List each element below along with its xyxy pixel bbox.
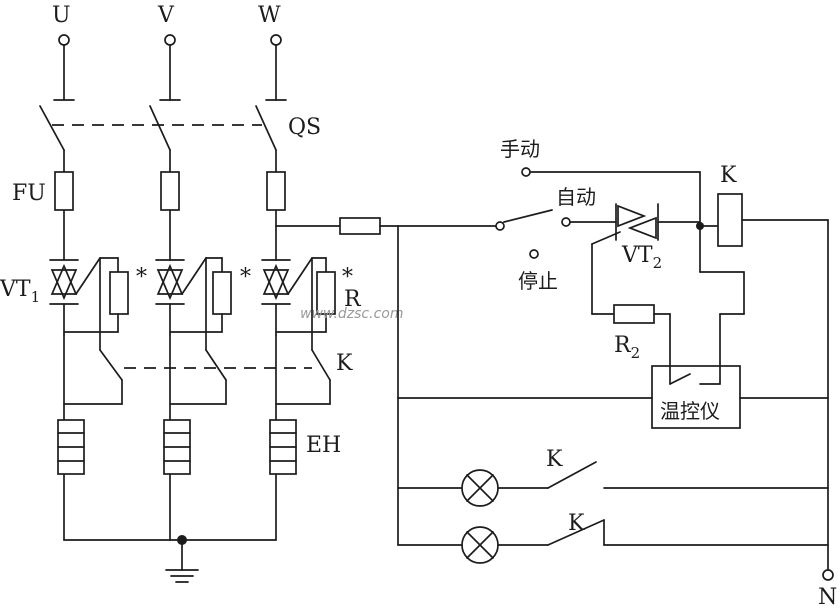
indicator-lamp-1 xyxy=(397,461,829,507)
k-contact-w xyxy=(275,257,331,405)
relay-coil-k xyxy=(717,193,743,247)
neutral-label: N xyxy=(818,585,837,608)
thermostat-box xyxy=(651,365,741,429)
relay-k-label: K xyxy=(720,163,737,188)
thermostat-label: 温控仪 xyxy=(660,399,720,423)
eh-label: EH xyxy=(306,433,341,458)
phase-u-line xyxy=(39,34,75,541)
k-lamp1-label: K xyxy=(546,447,563,472)
vt1-label: VT1 xyxy=(0,277,40,306)
gate-resistor-v xyxy=(169,257,232,333)
control-fuse xyxy=(339,217,381,235)
star-mark-u: * xyxy=(136,265,147,290)
phase-u-label: U xyxy=(52,3,71,28)
fuse-w xyxy=(266,171,286,211)
auto-terminal xyxy=(561,217,571,227)
phase-v-label: V xyxy=(157,3,175,28)
phase-v-line xyxy=(149,34,181,541)
phase-w-line xyxy=(255,34,287,541)
ground-icon xyxy=(165,539,199,583)
phase-w-label: W xyxy=(258,3,281,28)
triac-u xyxy=(49,257,101,336)
auto-label: 自动 xyxy=(556,185,596,209)
k-lamp2-label: K xyxy=(568,511,585,536)
indicator-lamp-2 xyxy=(397,519,829,564)
terminal-v xyxy=(164,34,176,46)
selector-switch-blade xyxy=(503,209,553,223)
terminal-w xyxy=(270,34,282,46)
heater-v xyxy=(163,419,191,475)
triac-v xyxy=(155,257,207,336)
stop-terminal xyxy=(529,249,539,259)
manual-terminal xyxy=(521,167,531,177)
k-contact-label: K xyxy=(336,351,353,376)
r-label: R xyxy=(344,287,362,312)
triac-w xyxy=(261,257,313,336)
k-contact-v xyxy=(169,257,227,405)
heater-u xyxy=(57,419,85,475)
terminal-n xyxy=(822,569,834,581)
gate-resistor-w xyxy=(275,257,336,333)
stop-label: 停止 xyxy=(518,269,558,293)
selector-common-terminal xyxy=(495,221,505,231)
qs-label: QS xyxy=(288,115,321,140)
gate-resistor-u xyxy=(63,257,129,333)
star-mark-v: * xyxy=(240,265,251,290)
fuse-v xyxy=(160,171,180,211)
fu-label: FU xyxy=(12,181,46,206)
heater-w xyxy=(269,419,297,475)
k-contact-u xyxy=(63,257,123,405)
vt2-label: VT2 xyxy=(621,243,662,272)
manual-label: 手动 xyxy=(500,137,540,161)
triac-vt2 xyxy=(569,203,701,315)
star-mark-w: * xyxy=(342,265,353,290)
fuse-u xyxy=(54,171,74,211)
resistor-r2 xyxy=(613,304,655,324)
terminal-u xyxy=(58,34,70,46)
r2-label: R2 xyxy=(614,333,640,362)
watermark-text: www.dzsc.com xyxy=(300,306,403,322)
